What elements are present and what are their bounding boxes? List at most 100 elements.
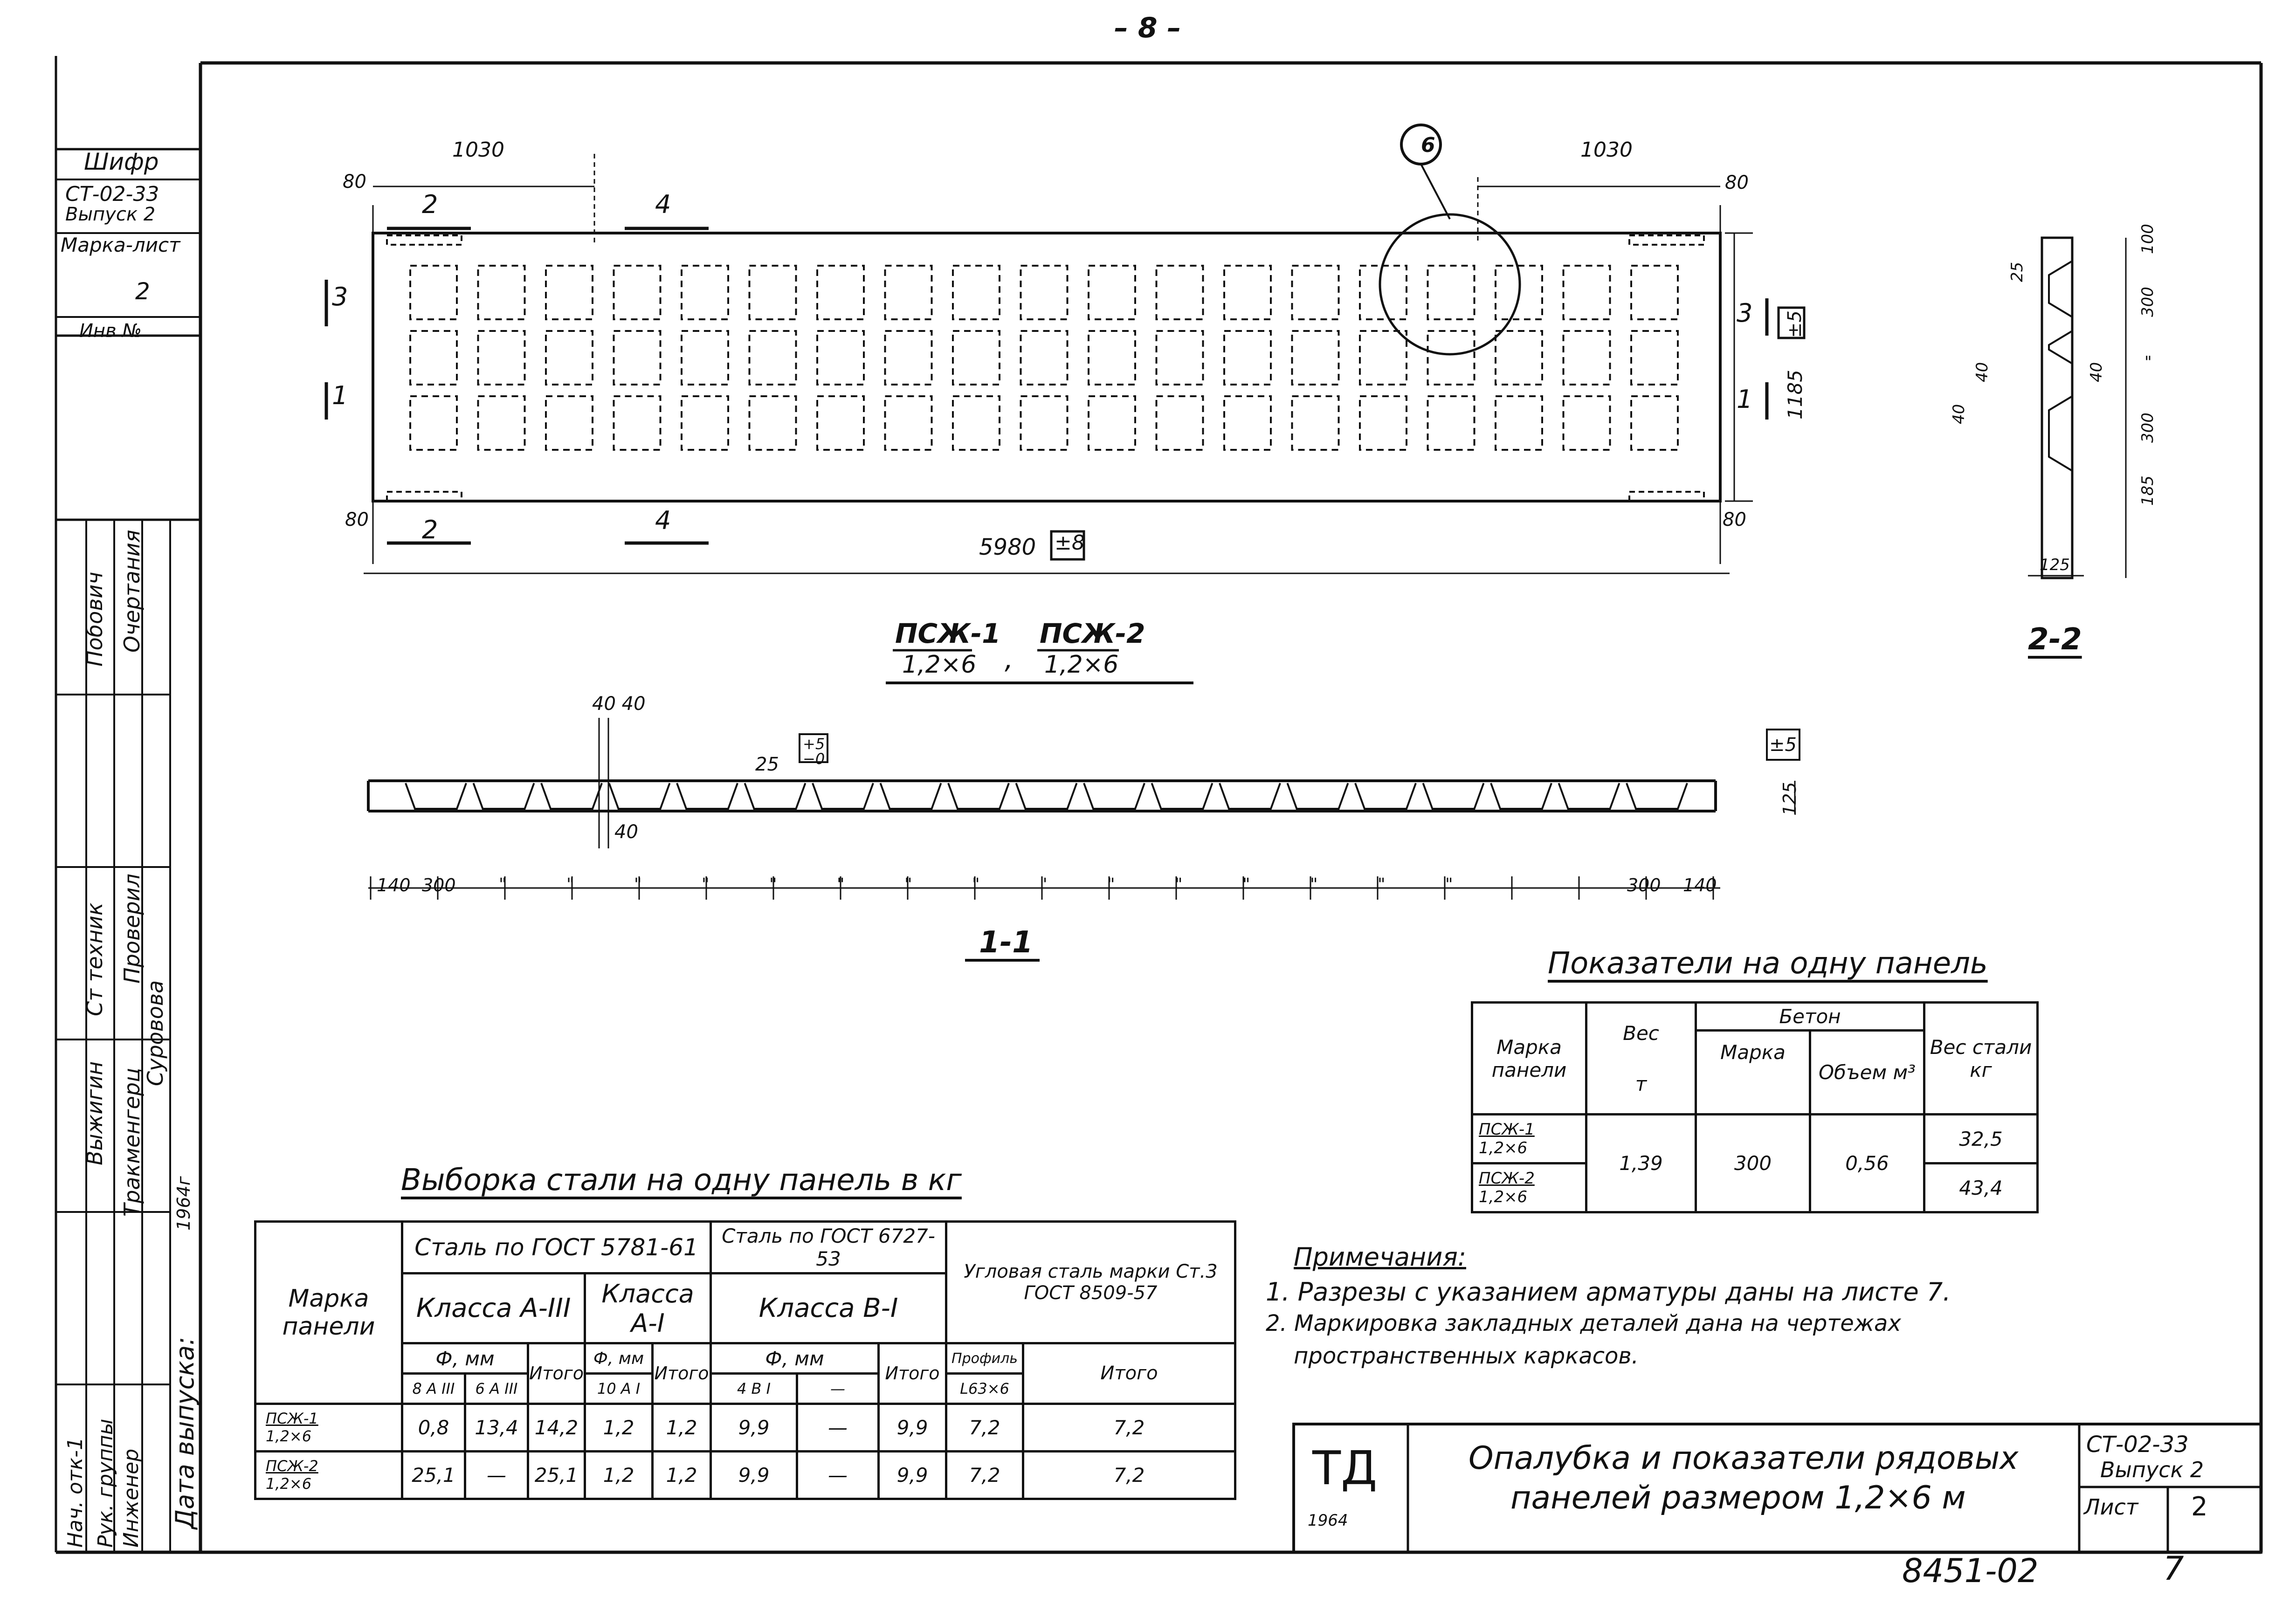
st-h-itogo3: Итого	[877, 1342, 948, 1405]
plan-void-cell	[545, 395, 593, 451]
s11-tol-top: +5 −0	[803, 735, 825, 768]
plan-void-cell	[1155, 265, 1204, 320]
section-mark-2-top: 2	[422, 190, 438, 219]
ind-weight: 1,39	[1585, 1113, 1697, 1213]
dim-80-bottom-left: 80	[345, 509, 369, 530]
section-mark-1-right: 1	[1737, 385, 1753, 414]
s11-dim-300-left: 300	[422, 875, 456, 895]
s11-ditto-mark: "	[634, 875, 642, 894]
plan-void-cell	[816, 265, 865, 320]
plan-void-cell	[613, 330, 662, 385]
st-r1-c8: 9,9	[877, 1402, 948, 1452]
note-1: 1. Разрезы с указанием арматуры даны на …	[1266, 1277, 1951, 1307]
s22-d300a: 300	[2138, 287, 2157, 317]
s22-d40c: 40	[2087, 362, 2106, 382]
s11-rib	[947, 783, 1010, 810]
note-2b: пространственных каркасов.	[1294, 1343, 1639, 1369]
plan-void-cell	[1427, 395, 1476, 451]
plan-void-cell	[681, 395, 729, 451]
plan-void-cell	[816, 395, 865, 451]
dim-80-bottom-right: 80	[1723, 509, 1746, 530]
plan-title-b-top: ПСЖ-2	[1040, 618, 1145, 649]
tol-box-height	[1777, 306, 1806, 339]
stamp-issue: Выпуск 2	[65, 204, 156, 225]
plan-void-cell	[884, 330, 933, 385]
s11-tol-box-right	[1766, 729, 1800, 761]
stamp-series-code: СТ-02-33	[65, 182, 159, 206]
s11-rib	[812, 783, 874, 810]
plan-void-cell	[1291, 330, 1340, 385]
plan-void-cell	[409, 265, 458, 320]
s11-ditto-mark: "	[1242, 875, 1250, 894]
s11-dim-25: 25	[755, 754, 779, 775]
tol-length: ±8	[1055, 531, 1085, 555]
plan-void-cell	[613, 395, 662, 451]
ind-h-ves-label: Вес	[1623, 1021, 1659, 1045]
plan-void-cell	[1088, 395, 1136, 451]
side-name-nach-otk: Нач. отк-1	[63, 1437, 87, 1548]
st-h-itogo4: Итого	[1022, 1342, 1236, 1405]
plan-void-cell	[816, 330, 865, 385]
plan-void-cell	[1630, 330, 1679, 385]
s11-dim-125: 125	[1779, 782, 1800, 816]
st-r1-c5: 1,2	[651, 1402, 712, 1452]
st-r2-c10: 7,2	[1022, 1450, 1236, 1501]
st-r1-c4: 1,2	[584, 1402, 654, 1452]
tol-height: ±5	[1784, 310, 1806, 338]
st-r2-c4: 1,2	[584, 1450, 654, 1501]
s22-d40a: 40	[1950, 404, 1968, 424]
plan-void-cell	[1291, 395, 1340, 451]
side-name-proveril: Проверил	[119, 874, 145, 984]
side-date-value: 1964г	[173, 1176, 194, 1231]
s22-d300b: 300	[2138, 413, 2157, 443]
plan-void-cell	[1223, 330, 1272, 385]
s11-dim-40: 40	[614, 821, 638, 843]
s11-dim-300-right: 300	[1627, 875, 1661, 895]
st-r2-c8: 9,9	[877, 1450, 948, 1501]
notes-title: Примечания:	[1294, 1242, 1467, 1272]
page-number: – 8 –	[1114, 12, 1181, 44]
ind-h-marka: Марка панели	[1471, 1001, 1587, 1115]
s11-rib	[1626, 783, 1688, 810]
st-r2-c3: 25,1	[526, 1450, 586, 1501]
side-name-pobovich: Побович	[82, 571, 107, 667]
plan-void-cell	[409, 330, 458, 385]
s11-tol-box	[799, 733, 828, 763]
s11-ditto-mark: "	[1378, 875, 1386, 894]
note-2a: 2. Маркировка закладных деталей дана на …	[1266, 1310, 1901, 1336]
dim-height-1185: 1185	[1784, 370, 1806, 420]
side-name-trakmengerts: Тракменгерц	[119, 1067, 145, 1217]
plan-title-a-top: ПСЖ-1	[895, 618, 1001, 649]
section-mark-4-top: 4	[655, 190, 671, 219]
st-h-phi2: Ф, мм	[584, 1342, 654, 1375]
st-r1-c6: 9,9	[710, 1402, 799, 1452]
plan-void-cell	[1020, 265, 1069, 320]
dim-80-top-right: 80	[1725, 172, 1749, 193]
s22-rib-0	[2048, 260, 2073, 318]
s22-d185: 185	[2138, 475, 2157, 506]
plan-void-cell	[1630, 265, 1679, 320]
plan-void-cell	[1020, 330, 1069, 385]
plan-void-cell	[477, 330, 526, 385]
stamp-marka-list-value: 2	[135, 278, 150, 305]
ind-h-beton: Бетон	[1695, 1001, 1925, 1032]
st-r2-label: ПСЖ-2	[266, 1457, 318, 1475]
st-r2-c1: 25,1	[401, 1450, 466, 1501]
s11-ditto-mark: "	[904, 875, 912, 894]
dim-left-1030: 1030	[452, 138, 504, 162]
s11-rib	[405, 783, 467, 810]
ind-steel2: 43,4	[1923, 1162, 2039, 1213]
s22-d125: 125	[2040, 556, 2070, 574]
s11-ditto-mark: "	[1107, 875, 1115, 894]
ind-row2-size: 1,2×6	[1479, 1188, 1528, 1206]
st-r1-size: 1,2×6	[266, 1427, 312, 1446]
s11-rib	[744, 783, 807, 810]
plan-void-cell	[1020, 395, 1069, 451]
plan-void-cell	[545, 330, 593, 385]
ind-row1-size: 1,2×6	[1479, 1139, 1528, 1157]
st-r1-c3: 14,2	[526, 1402, 586, 1452]
st-r2-c6: 9,9	[710, 1450, 799, 1501]
side-name-st-tekhnik: Ст техник	[82, 902, 107, 1016]
